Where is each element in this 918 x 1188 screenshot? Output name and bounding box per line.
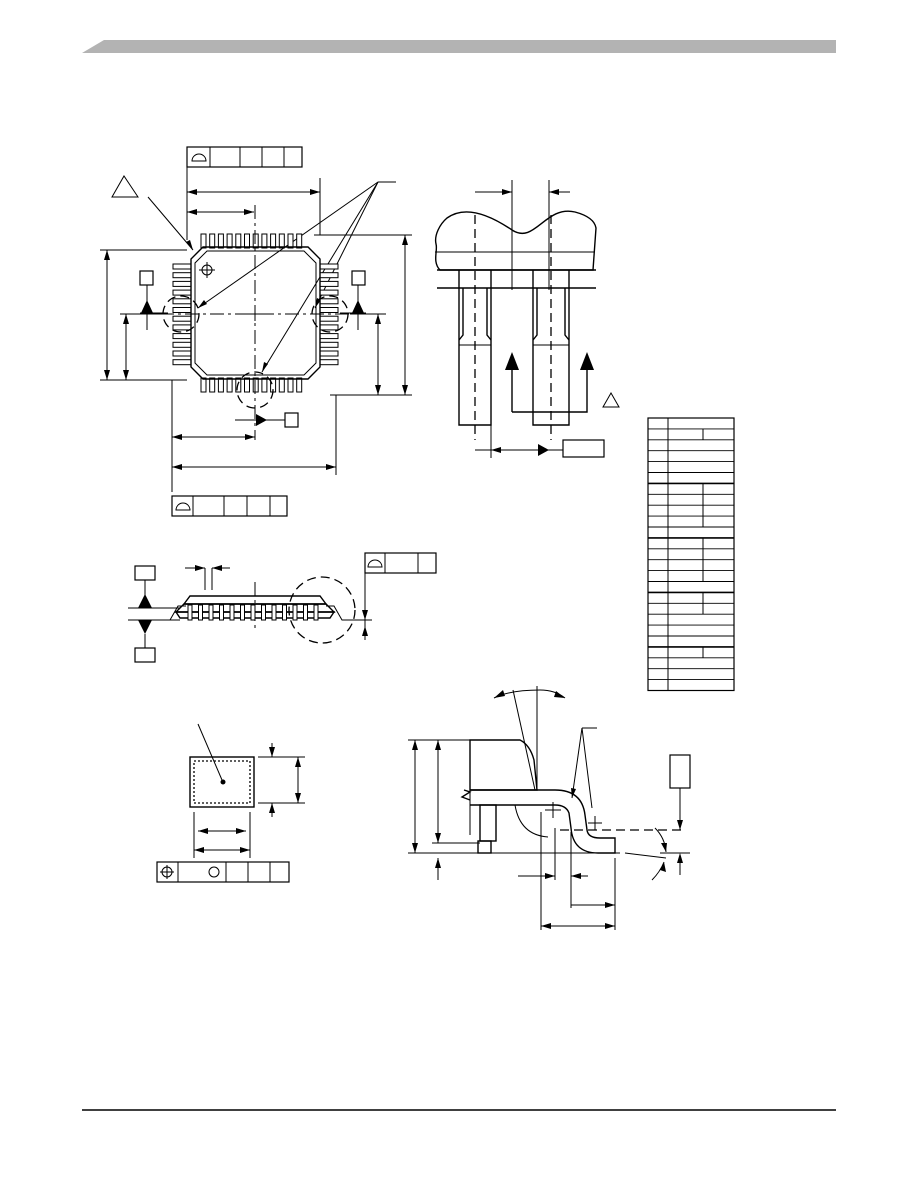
pin-left (172, 324, 192, 331)
pin-bottom (261, 377, 268, 393)
side-lead (198, 604, 203, 621)
side-lead (271, 604, 277, 621)
datum-box-bottom (284, 412, 299, 428)
pin-left (172, 341, 192, 348)
side-lead (282, 604, 287, 621)
pin-left (172, 359, 192, 366)
datum-box-side-bottom (134, 647, 156, 663)
pin-left (172, 263, 192, 270)
side-lead (250, 604, 256, 621)
pin-left (172, 315, 192, 322)
pin-right (319, 263, 339, 270)
datum-box-gauge (669, 754, 691, 789)
pin-top (226, 233, 233, 249)
pin-right (319, 298, 339, 305)
semicircle-profile-icon (175, 502, 191, 511)
pin-left (172, 333, 192, 340)
pins-bottom-row (200, 377, 303, 393)
pin-left (172, 272, 192, 279)
pins-right-column (319, 263, 339, 366)
pin-bottom (278, 377, 285, 393)
pin-right (319, 333, 339, 340)
pin-top (278, 233, 285, 249)
semicircle-profile-icon (367, 559, 383, 568)
side-lead (219, 604, 224, 621)
pin-top (261, 233, 268, 249)
pin-top (217, 233, 224, 249)
top-view (100, 146, 412, 517)
pin-top (287, 233, 294, 249)
header-bar (82, 40, 836, 53)
pin-bottom (244, 377, 250, 393)
pin-bottom (287, 377, 294, 393)
side-lead (313, 604, 319, 621)
side-lead (261, 604, 266, 621)
pin-left (172, 307, 192, 313)
pin-top (270, 233, 277, 249)
pins-top-row (200, 233, 303, 249)
pin-top (209, 233, 216, 249)
side-lead (187, 604, 193, 621)
lead-detail-view (434, 180, 620, 458)
side-lead (303, 604, 308, 621)
datum-box-left (139, 270, 154, 286)
pin-right (319, 315, 339, 322)
pin-right (319, 324, 339, 331)
gull-wing-detail (408, 686, 691, 930)
pin-top (235, 233, 242, 249)
pin-bottom (252, 377, 259, 393)
pin-right (319, 289, 339, 296)
pin-top (244, 233, 250, 249)
pin-bottom (217, 377, 224, 393)
dimension-table (647, 417, 735, 692)
profile-frame-bottom (171, 495, 288, 517)
datum-box-right (351, 270, 366, 286)
pin-right (319, 341, 339, 348)
triangle-datum-icon (602, 391, 620, 408)
pin-bottom (209, 377, 216, 393)
pin-right (319, 359, 339, 366)
profile-frame-side (364, 552, 437, 574)
pin-right (319, 280, 339, 287)
detail-circle-right (311, 295, 349, 333)
side-lead (229, 604, 235, 621)
pin-left (172, 280, 192, 287)
package-body-outline (190, 246, 321, 380)
position-frame (156, 861, 290, 883)
semicircle-profile-icon (191, 153, 207, 162)
detail-circle-side (288, 576, 356, 644)
side-view-leads (187, 604, 319, 621)
pin-left (172, 289, 192, 296)
pin-top (296, 233, 303, 249)
pin-bottom (226, 377, 233, 393)
pin-bottom (296, 377, 303, 393)
triangle-datum-icon (111, 175, 139, 198)
pin-right (319, 307, 339, 313)
pin-top (200, 233, 207, 249)
side-lead (208, 604, 214, 621)
pin-left (172, 350, 192, 357)
pin-right (319, 272, 339, 279)
detail-circle-bottom (236, 371, 274, 409)
pin-left (172, 298, 192, 305)
pin-right (319, 350, 339, 357)
profile-frame-top (186, 146, 303, 168)
pins-left-column (172, 263, 192, 366)
crosshair-position-icon (160, 865, 174, 879)
circle-modifier-icon (208, 866, 220, 878)
pin-bottom (200, 377, 207, 393)
side-lead (240, 604, 245, 621)
side-view (128, 552, 437, 663)
pin-top (252, 233, 259, 249)
datum-box-side-top (134, 565, 156, 581)
table-frame (647, 417, 735, 692)
exposed-pad-view (156, 723, 305, 883)
side-lead (292, 604, 298, 621)
